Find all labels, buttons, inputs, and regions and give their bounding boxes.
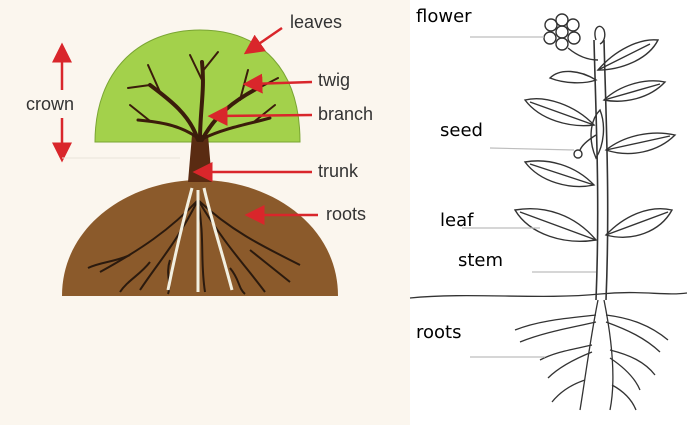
seed-stalk (580, 135, 596, 150)
plant-stem (594, 40, 608, 300)
label-twig: twig (318, 70, 350, 91)
label-seed: seed (440, 120, 483, 141)
label-roots-plant: roots (416, 322, 461, 343)
label-stem: stem (458, 250, 503, 271)
label-leaf: leaf (440, 210, 473, 231)
plant-leader-lines (462, 37, 596, 357)
trunk (188, 135, 212, 182)
soil-mound (62, 180, 338, 296)
label-trunk: trunk (318, 161, 358, 182)
tree-illustration (62, 28, 338, 296)
bud (595, 26, 605, 44)
label-flower: flower (416, 6, 472, 27)
plant-roots (515, 300, 668, 410)
flower-head (544, 14, 598, 60)
canopy (95, 30, 300, 142)
label-leaves: leaves (290, 12, 342, 33)
label-branch: branch (318, 104, 373, 125)
seed (574, 150, 582, 158)
label-crown: crown (26, 94, 74, 115)
ground-line (410, 293, 687, 298)
label-roots-tree: roots (326, 204, 366, 225)
